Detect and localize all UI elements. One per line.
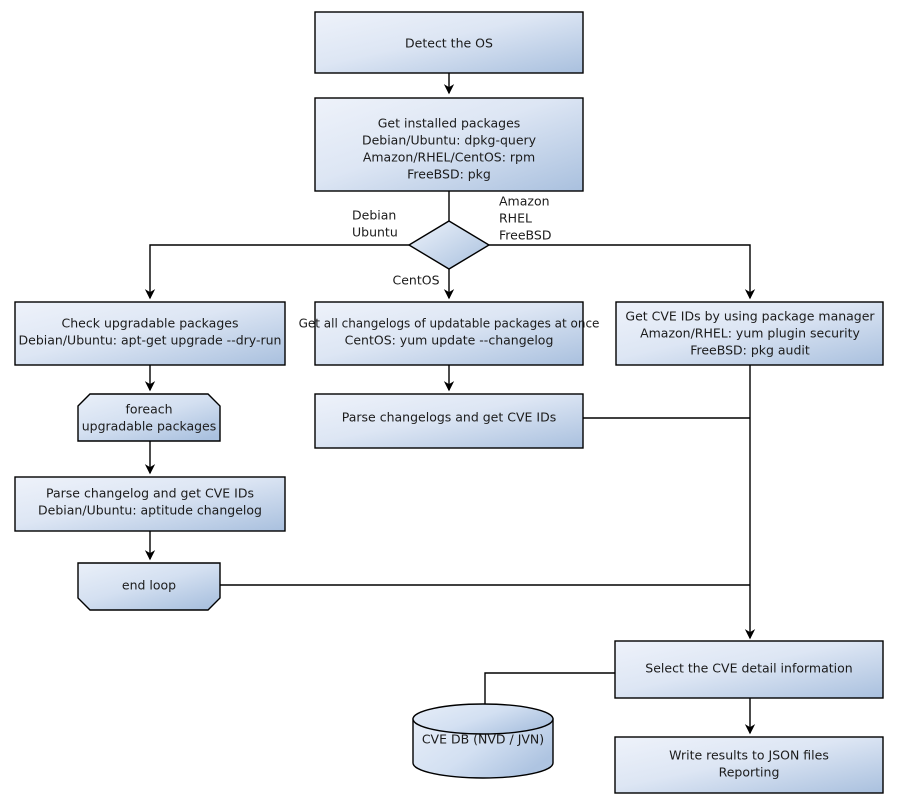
node-get-cve-ids-pkg-manager-shape: [615, 301, 884, 366]
node-get-installed-packages-line-1: Debian/Ubuntu: dpkg-query: [362, 133, 537, 148]
node-get-installed-packages-shape: [314, 97, 584, 192]
node-end-loop-shape: [77, 562, 221, 611]
edge-decision-to-get-cve-ids: [489, 244, 756, 300]
edge-label-debian: Debian: [352, 208, 396, 223]
node-check-upgradable-shape: [14, 301, 286, 366]
edges-layer: [144, 73, 756, 735]
node-end-loop-line-0: end loop: [122, 578, 176, 593]
node-cve-db-label: CVE DB (NVD / JVN): [422, 732, 544, 747]
node-parse-changelog-debian[interactable]: Parse changelog and get CVE IDs Debian/U…: [14, 476, 286, 532]
node-write-results-line-0: Write results to JSON files: [669, 748, 829, 763]
edge-label-amazon: Amazon: [499, 194, 550, 209]
edge-label-freebsd: FreeBSD: [499, 228, 551, 243]
node-parse-changelog-debian-shape: [14, 476, 286, 532]
node-write-results[interactable]: Write results to JSON files Reporting: [614, 736, 884, 794]
node-check-upgradable[interactable]: Check upgradable packages Debian/Ubuntu:…: [14, 301, 286, 366]
edge-label-rhel: RHEL: [499, 211, 532, 226]
node-cve-db[interactable]: CVE DB (NVD / JVN): [412, 703, 554, 779]
node-select-cve-detail-line-0: Select the CVE detail information: [645, 661, 852, 676]
node-get-all-changelogs[interactable]: Get all changelogs of updatable packages…: [299, 301, 600, 366]
node-get-all-changelogs-line-1: CentOS: yum update --changelog: [345, 333, 554, 348]
node-get-cve-ids-line-1: Amazon/RHEL: yum plugin security: [640, 326, 860, 341]
node-get-installed-packages[interactable]: Get installed packages Debian/Ubuntu: dp…: [314, 97, 584, 192]
node-get-installed-packages-line-2: Amazon/RHEL/CentOS: rpm: [363, 150, 535, 165]
node-end-loop[interactable]: end loop: [77, 562, 221, 611]
node-get-cve-ids-line-2: FreeBSD: pkg audit: [690, 343, 810, 358]
node-check-upgradable-line-1: Debian/Ubuntu: apt-get upgrade --dry-run: [19, 333, 282, 348]
node-parse-changelogs-centos[interactable]: Parse changelogs and get CVE IDs: [314, 393, 584, 449]
node-foreach-loop-start-shape: [77, 393, 221, 442]
node-get-all-changelogs-line-0: Get all changelogs of updatable packages…: [299, 317, 600, 331]
node-foreach-line-1: upgradable packages: [82, 419, 217, 434]
node-os-decision-shape: [407, 220, 491, 270]
node-get-cve-ids-pkg-manager[interactable]: Get CVE IDs by using package manager Ama…: [615, 301, 884, 366]
node-write-results-line-1: Reporting: [719, 765, 780, 780]
node-detect-os-shape: [314, 11, 584, 74]
node-detect-os-line-0: Detect the OS: [405, 36, 493, 51]
node-os-decision[interactable]: [407, 220, 491, 270]
node-select-cve-detail-shape: [614, 640, 884, 699]
node-get-cve-ids-line-0: Get CVE IDs by using package manager: [625, 309, 875, 324]
node-get-installed-packages-line-3: FreeBSD: pkg: [407, 167, 491, 182]
node-cve-db-top: [412, 703, 554, 735]
edge-select-cve-to-cve-db: [484, 672, 615, 712]
node-foreach-line-0: foreach: [125, 402, 172, 417]
node-write-results-shape: [614, 736, 884, 794]
edge-label-centos: CentOS: [392, 273, 439, 288]
edge-labels-layer: Debian Ubuntu Amazon RHEL FreeBSD CentOS: [352, 194, 551, 288]
node-cve-db-body: [412, 718, 554, 779]
edge-decision-to-check-upgradable: [144, 244, 409, 300]
node-get-all-changelogs-shape: [314, 301, 584, 366]
node-get-installed-packages-line-0: Get installed packages: [378, 116, 521, 131]
node-select-cve-detail[interactable]: Select the CVE detail information: [614, 640, 884, 699]
node-foreach-loop-start[interactable]: foreach upgradable packages: [77, 393, 221, 442]
node-check-upgradable-line-0: Check upgradable packages: [62, 316, 239, 331]
edge-label-ubuntu: Ubuntu: [352, 225, 398, 240]
node-parse-changelogs-centos-shape: [314, 393, 584, 449]
node-parse-changelog-debian-line-1: Debian/Ubuntu: aptitude changelog: [38, 503, 262, 518]
node-parse-changelogs-centos-line-0: Parse changelogs and get CVE IDs: [342, 410, 556, 425]
node-detect-os[interactable]: Detect the OS: [314, 11, 584, 74]
node-parse-changelog-debian-line-0: Parse changelog and get CVE IDs: [46, 486, 254, 501]
